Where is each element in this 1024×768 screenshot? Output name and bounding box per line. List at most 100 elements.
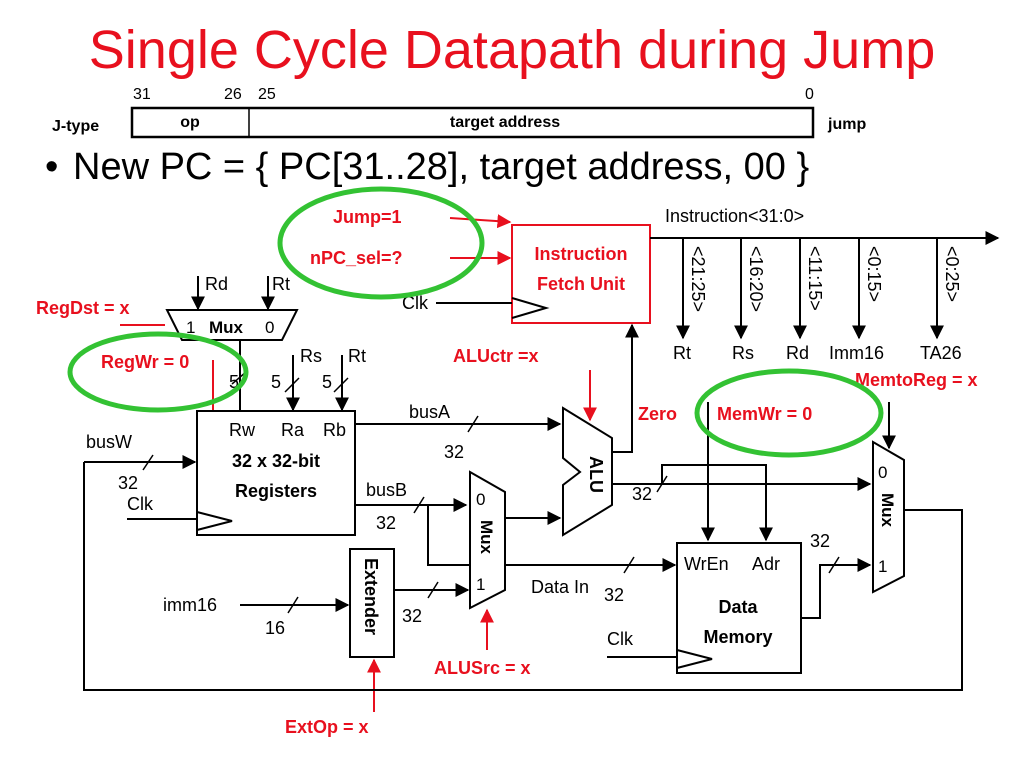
memtoreg-mux-label: Mux [878,493,897,528]
highlight-jump-npcsel [277,186,485,300]
regdst-mux: Rd Rt 1 Mux 0 [165,274,299,341]
data-in-wire [427,505,677,572]
alu: ALU [562,406,613,537]
format-box [130,106,815,139]
imm16-label: imm16 [163,595,217,615]
bullet-item: • New PC = { PC[31..28], target address, … [45,146,809,189]
busa-width-tick [467,415,479,433]
alusrc-mux-shape [469,470,506,610]
memtoreg-signal: MemtoReg = x [855,370,978,390]
port-rw: Rw [229,420,256,440]
data-memory-box [676,542,802,674]
rd-field-name: Rd [786,343,809,363]
alusrc-mux-label: Mux [477,520,496,555]
alu-label: ALU [586,456,606,493]
regwr-signal: RegWr = 0 [101,352,189,372]
highlight-regwr [67,331,249,413]
rs-width-tick [284,377,300,393]
imm16-range-label: <0:15> [864,246,884,302]
imm16-width-label: 16 [265,618,285,638]
memory-out-width-tick [828,556,840,574]
data-memory: WrEn Adr Data Memory [676,542,802,674]
memtoreg-mux-shape [872,440,905,594]
memory-out-wire [801,558,872,619]
bullet-dot: • [45,146,59,188]
ta26-field-name: TA26 [920,343,962,363]
regdst-mux-label: Mux [209,318,244,337]
memtoreg-mux: 0 Mux 1 [872,440,905,594]
regdst-mux-shape [165,309,299,341]
rd-range-label: <11:15> [805,246,825,311]
ifu-box [511,224,651,324]
imm16-field-name: Imm16 [829,343,884,363]
rb-width-label: 5 [322,372,332,392]
bullet-text: New PC = { PC[31..28], target address, 0… [73,146,810,188]
busb-width-label: 32 [376,513,396,533]
regdst-mux-rd-label: Rd [205,274,228,294]
zero-signal: Zero [638,404,677,424]
ifu-clock-symbol [511,297,550,319]
register-file: Rw Ra Rb 32 x 32-bit Registers [196,410,356,536]
register-file-line1: 32 x 32-bit [232,451,320,471]
memtoreg-mux-in0: 0 [878,463,887,482]
regdst-mux-in0: 0 [265,318,274,337]
rt-width-tick [333,377,349,393]
reg-rt-label: Rt [348,346,366,366]
extop-signal: ExtOp = x [285,717,369,737]
ta26-range-label: <0:25> [942,246,962,302]
extender-box [349,548,395,658]
rs-range-label: <16:20> [746,246,766,312]
ra-width-label: 5 [271,372,281,392]
jump-label: jump [827,116,866,133]
busw-label: busW [86,432,132,452]
imm16-width-tick [287,596,299,614]
alu-shape [562,406,613,537]
jump-wire [449,214,512,229]
busa-label: busA [409,402,450,422]
ifu-clk-label: Clk [402,293,429,313]
extender-width-tick [427,581,439,599]
rt-range-label: <21:25> [688,246,708,312]
slide-title: Single Cycle Datapath during Jump [88,20,936,80]
memtoreg-mux-in1: 1 [878,557,887,576]
port-ra: Ra [281,420,305,440]
instruction-bus-label: Instruction<31:0> [665,206,804,226]
ifu-label-line2: Fetch Unit [537,274,625,294]
data-in-width-label: 32 [604,585,624,605]
wren-port: WrEn [684,554,729,574]
busb-width-tick [413,496,425,514]
memwr-signal: MemWr = 0 [717,404,812,424]
zero-wire [612,323,639,453]
jump-signal: Jump=1 [333,207,402,227]
data-memory-line1: Data [718,597,758,617]
alusrc-signal: ALUSrc = x [434,658,531,678]
j-type-label: J-type [52,118,99,135]
busb-label: busB [366,480,407,500]
memory-clock-symbol [676,649,713,669]
ifu-label-line1: Instruction [535,244,628,264]
bit-0-label: 0 [805,86,814,103]
rt-field-name: Rt [673,343,691,363]
regdst-mux-rt-label: Rt [272,274,290,294]
highlight-memwr [694,368,884,458]
register-clk-label: Clk [127,494,154,514]
busa-width-label: 32 [444,442,464,462]
alu-result-width-label: 32 [632,484,652,504]
rs-field-name: Rs [732,343,754,363]
data-in-width-tick [623,556,635,574]
bit-31-label: 31 [133,86,151,103]
alu-to-adr-wire [661,464,773,542]
extender-width-label: 32 [402,606,422,626]
npc-sel-signal: nPC_sel=? [310,248,403,268]
adr-port: Adr [752,554,780,574]
memory-clk-label: Clk [607,629,634,649]
alusrc-mux: 0 Mux 1 [469,470,506,610]
alusrc-mux-in0: 0 [476,490,485,509]
register-file-line2: Registers [235,481,317,501]
regdst-mux-in1: 1 [186,318,195,337]
busw-width-tick [142,454,154,471]
register-clock-symbol [196,511,233,531]
op-field: op [180,114,200,131]
bit-25-label: 25 [258,86,276,103]
